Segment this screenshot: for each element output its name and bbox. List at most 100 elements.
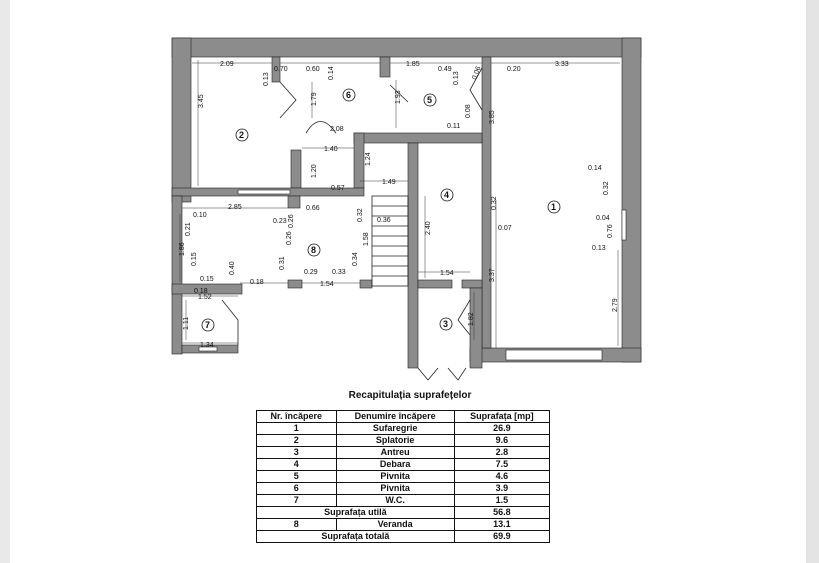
area-summary-table: Nr. încăpere Denumire încăpere Suprafața… (256, 410, 551, 543)
dim-label: 0.26 (288, 214, 295, 228)
wall-top (171, 37, 642, 58)
dim-label: 0.60 (306, 66, 320, 73)
usable-area-value: 56.8 (453, 506, 551, 519)
table-row: 4 Debara 7.5 (256, 458, 551, 471)
cell-num: 4 (256, 458, 337, 471)
cell-area: 3.9 (453, 482, 551, 495)
dim-label: 3.37 (489, 268, 496, 282)
page-edge-left (0, 0, 10, 563)
room-number-6: 6 (346, 90, 351, 100)
table-row: 3 Antreu 2.8 (256, 446, 551, 459)
dim-label: 0.13 (592, 245, 606, 252)
door-room6 (305, 121, 337, 134)
dim-label: 0.32 (603, 181, 610, 195)
wall-2-right (290, 149, 302, 189)
wall-storage-bottom (353, 132, 483, 144)
table-row: 7 W.C. 1.5 (256, 494, 551, 507)
dim-label: 1.58 (363, 232, 370, 246)
dim-label: 0.18 (194, 288, 208, 295)
dim-label: 0.32 (357, 208, 364, 222)
dim-label: 0.76 (607, 224, 614, 238)
cell-num: 6 (256, 482, 337, 495)
veranda-row: 8 Veranda 13.1 (256, 518, 551, 531)
cell-name: W.C. (335, 494, 455, 507)
dim-label: 0.66 (306, 205, 320, 212)
window-room1 (505, 349, 603, 361)
dim-label: 1.40 (324, 146, 338, 153)
dim-label: 0.08 (465, 104, 472, 118)
header-area: Suprafața [mp] (453, 410, 551, 423)
page-edge-right (806, 0, 819, 563)
cell-num: 2 (256, 434, 337, 447)
dimension-lines (179, 60, 620, 348)
total-area-value: 69.9 (453, 530, 551, 543)
dim-label: 2.40 (425, 221, 432, 235)
summary-title: Recapitulația suprafețelor (348, 390, 472, 401)
dim-label: 0.11 (447, 123, 460, 130)
door-room3 (457, 299, 471, 336)
wall-right (621, 37, 642, 363)
dim-label: 2.09 (220, 61, 234, 68)
dim-label: 0.14 (588, 165, 602, 172)
cell-area: 26.9 (453, 422, 551, 435)
table-row: 5 Pivnita 4.6 (256, 470, 551, 483)
cell-num: 7 (256, 494, 337, 507)
total-area-label: Suprafața totală (256, 530, 455, 543)
door-room5 (389, 84, 409, 103)
cell-num: 3 (256, 446, 337, 459)
dim-label: 0.10 (193, 212, 207, 219)
dim-label: 0.32 (491, 196, 498, 210)
windows (198, 189, 627, 361)
table-header-row: Nr. încăpere Denumire încăpere Suprafața… (256, 410, 551, 423)
dim-label: 1.20 (311, 164, 318, 178)
room-number-1: 1 (551, 202, 556, 212)
room-number-2: 2 (239, 130, 244, 140)
wall-stub-6-5 (379, 56, 391, 78)
wall-7-top (171, 283, 243, 295)
doors (221, 67, 483, 381)
dim-label: 0.26 (286, 231, 293, 245)
table-row: 6 Pivnita 3.9 (256, 482, 551, 495)
cell-area: 7.5 (453, 458, 551, 471)
dim-label: 0.13 (263, 72, 270, 86)
dim-label: 0.29 (304, 269, 318, 276)
dim-label: 0.18 (250, 279, 264, 286)
dim-label: 2.79 (612, 298, 619, 312)
cell-name: Sufaregrie (335, 422, 455, 435)
wall-left-upper (171, 37, 192, 203)
dim-label: 2.08 (330, 126, 344, 133)
wall-3-top-right (461, 279, 483, 289)
dim-label: 0.13 (453, 71, 460, 85)
room-number-7: 7 (205, 320, 210, 330)
dim-label: 0.34 (352, 252, 359, 266)
dim-label: 0.57 (331, 185, 345, 192)
dim-label: 0.07 (498, 225, 512, 232)
wall-3-top (417, 279, 453, 289)
header-room-name: Denumire încăpere (335, 410, 455, 423)
dim-label: 0.40 (229, 261, 236, 275)
dim-label: 1.52 (198, 294, 212, 301)
dim-label: 1.86 (179, 242, 186, 256)
wall-room1-left (481, 56, 492, 349)
dim-label: 0.21 (185, 222, 192, 236)
door-wc (221, 299, 239, 345)
table-row: 2 Splatorie 9.6 (256, 434, 551, 447)
dim-label: 0.20 (507, 66, 521, 73)
walls (171, 37, 642, 369)
dim-label: 1.54 (440, 270, 454, 277)
dim-label: 1.11 (183, 317, 190, 330)
window-room2 (237, 189, 291, 195)
cell-name: Pivnita (335, 470, 455, 483)
cell-area: 1.5 (453, 494, 551, 507)
wall-4-left (353, 132, 365, 189)
dim-label: 0.15 (200, 276, 214, 283)
dim-label: 1.82 (468, 312, 475, 326)
staircase (371, 195, 409, 287)
dim-label: 0.04 (596, 215, 610, 222)
dim-label: 0.36 (377, 217, 391, 224)
dim-label: 1.34 (200, 342, 214, 349)
dim-label: 0.70 (274, 66, 288, 73)
dim-label: 0.06 (471, 65, 482, 80)
cell-area: 2.8 (453, 446, 551, 459)
dim-label: 1.24 (365, 152, 372, 166)
